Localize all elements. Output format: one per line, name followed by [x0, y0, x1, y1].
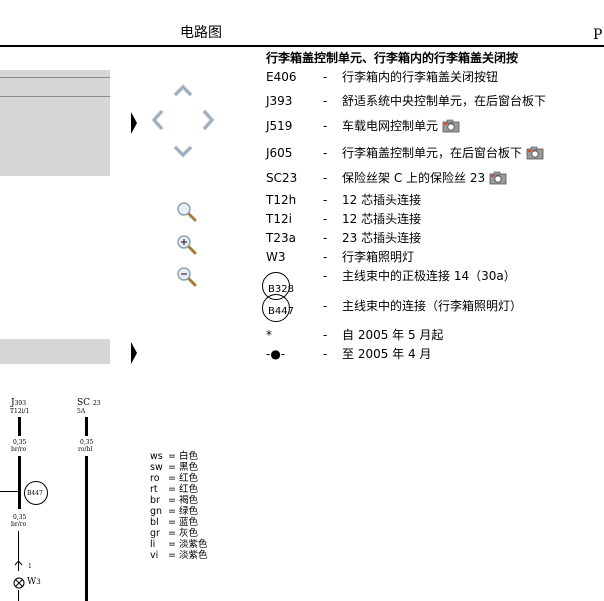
wire-size: 0,35 [13, 439, 27, 446]
color-code-item: sw= 黑色 [150, 462, 198, 473]
legend-code: J519 [266, 119, 293, 133]
legend-desc: 主线束中的正极连接 14（30a） [342, 269, 516, 283]
nav-down-icon[interactable] [172, 144, 194, 160]
legend-desc: 行李箱盖控制单元，在后窗台板下 [342, 146, 523, 160]
legend-desc: 23 芯插头连接 [342, 231, 422, 245]
pin-label: T12i/1 [10, 408, 30, 415]
legend-desc: 主线束中的连接（行李箱照明灯） [342, 299, 523, 313]
page-title: 电路图 [180, 25, 222, 41]
color-code-item: gr= 灰色 [150, 528, 198, 539]
preview-panel-bottom[interactable] [0, 339, 110, 364]
color-code-item: br= 褐色 [150, 495, 198, 506]
wire-segment [18, 456, 21, 509]
header-divider [0, 45, 604, 47]
wire-segment [18, 590, 19, 601]
pin-number: 1 [28, 563, 32, 570]
lamp-symbol-icon [13, 577, 25, 589]
wire-segment [18, 531, 19, 571]
legend-code: -●- [266, 347, 286, 361]
lamp-w3: W3 [27, 577, 41, 587]
color-code-item: bl= 蓝色 [150, 517, 198, 528]
preview-panel-top[interactable] [0, 70, 110, 176]
nav-up-icon[interactable] [172, 82, 194, 98]
color-code-item: vi= 淡紫色 [150, 550, 208, 561]
panel-divider [0, 96, 110, 97]
nav-left-icon[interactable] [149, 108, 165, 132]
nav-right-icon[interactable] [201, 108, 217, 132]
wire-color: ro/bl [78, 446, 93, 453]
marker-arrow-icon [131, 112, 137, 134]
fuse-rating: 5A [77, 408, 86, 415]
wire-size: 0,35 [13, 514, 27, 521]
legend-code: T12i [266, 212, 292, 226]
legend-desc: 12 芯插头连接 [342, 212, 422, 226]
color-code-item: gn= 绿色 [150, 506, 198, 517]
connector-symbol [24, 481, 48, 505]
legend-desc: 行李箱照明灯 [342, 250, 415, 264]
zoom-out-icon[interactable] [176, 266, 198, 288]
connector-label: B447 [268, 306, 294, 317]
legend-desc: 保险丝架 C 上的保险丝 23 [342, 171, 486, 185]
legend-code: * [266, 328, 272, 342]
legend-heading: 行李箱盖控制单元、行李箱内的行李箱盖关闭按 [266, 51, 519, 65]
legend-code: T12h [266, 193, 297, 207]
connector-label: B447 [27, 490, 43, 497]
wire-branch [0, 491, 19, 492]
color-code-item: li= 淡紫色 [150, 539, 208, 550]
wire-color: br/ro [11, 446, 27, 453]
color-code-item: rt= 红色 [150, 484, 198, 495]
legend-code: SC23 [266, 171, 298, 185]
pin-arrow-icon [14, 560, 23, 566]
legend-desc: 自 2005 年 5 月起 [342, 328, 444, 342]
camera-icon[interactable] [489, 171, 507, 185]
camera-icon[interactable] [442, 119, 460, 133]
marker-arrow-icon [131, 342, 137, 364]
camera-icon[interactable] [526, 146, 544, 160]
wire-size: 0,35 [80, 439, 94, 446]
component-j393: J393 [11, 398, 27, 408]
wire-segment [85, 417, 88, 436]
legend-desc: 车载电网控制单元 [342, 119, 439, 133]
legend-code: W3 [266, 250, 286, 264]
connector-label: B328 [268, 284, 294, 295]
wire-segment [18, 417, 21, 436]
legend-code: J605 [266, 146, 293, 160]
color-code-item: ws= 白色 [150, 451, 198, 462]
legend-code: T23a [266, 231, 296, 245]
legend-desc: 舒适系统中央控制单元，在后窗台板下 [342, 94, 547, 108]
wire-color: br/ro [11, 521, 27, 528]
legend-code: E406 [266, 70, 297, 84]
legend-code: J393 [266, 94, 293, 108]
zoom-icon[interactable] [176, 201, 198, 223]
panel-divider [0, 77, 110, 78]
page-number: P [593, 27, 603, 43]
zoom-in-icon[interactable] [176, 234, 198, 256]
color-code-item: ro= 红色 [150, 473, 198, 484]
wire-segment [85, 456, 88, 601]
legend-desc: 12 芯插头连接 [342, 193, 422, 207]
connector-symbol [262, 294, 290, 322]
legend-desc: 行李箱内的行李箱盖关闭按钮 [342, 70, 499, 84]
component-sc23: SC 23 [77, 398, 101, 408]
legend-desc: 至 2005 年 4 月 [342, 347, 432, 361]
